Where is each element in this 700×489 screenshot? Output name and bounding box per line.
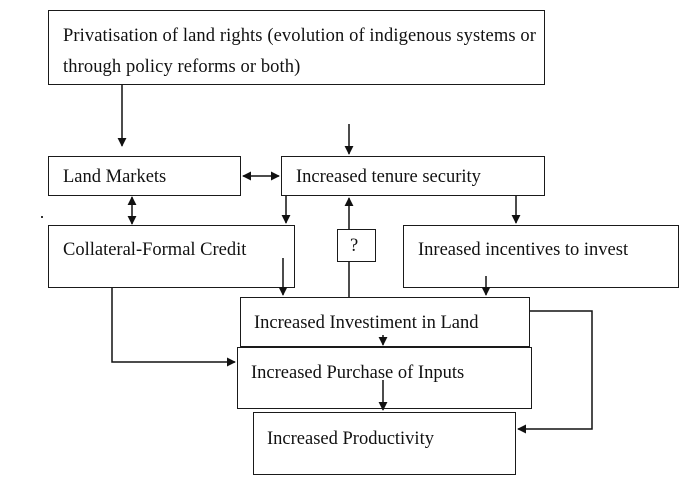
privatisation-label: Privatisation of land rights (evolution … — [63, 26, 536, 77]
collateral-credit-label: Collateral-Formal Credit — [63, 240, 247, 260]
inputs-box: Increased Purchase of Inputs — [237, 347, 532, 409]
incentives-label: Inreased incentives to invest — [418, 240, 629, 260]
question-label: ? — [350, 236, 359, 256]
land-markets-label: Land Markets — [63, 167, 167, 187]
privatisation-box: Privatisation of land rights (evolution … — [48, 10, 545, 85]
land-markets-box: Land Markets — [48, 156, 241, 196]
incentives-box: Inreased incentives to invest — [403, 225, 679, 288]
stray-dot — [41, 216, 43, 218]
inputs-label: Increased Purchase of Inputs — [251, 363, 465, 383]
arrow-collateral-credit-to-inputs — [111, 288, 236, 367]
question-box: ? — [337, 229, 376, 262]
tenure-security-box: Increased tenure security — [281, 156, 545, 196]
investment-box: Increased Investiment in Land — [240, 297, 530, 347]
tenure-security-label: Increased tenure security — [296, 167, 481, 187]
productivity-label: Increased Productivity — [267, 429, 434, 449]
collateral-credit-box: Collateral-Formal Credit — [48, 225, 295, 288]
investment-label: Increased Investiment in Land — [254, 313, 479, 333]
productivity-box: Increased Productivity — [253, 412, 516, 475]
